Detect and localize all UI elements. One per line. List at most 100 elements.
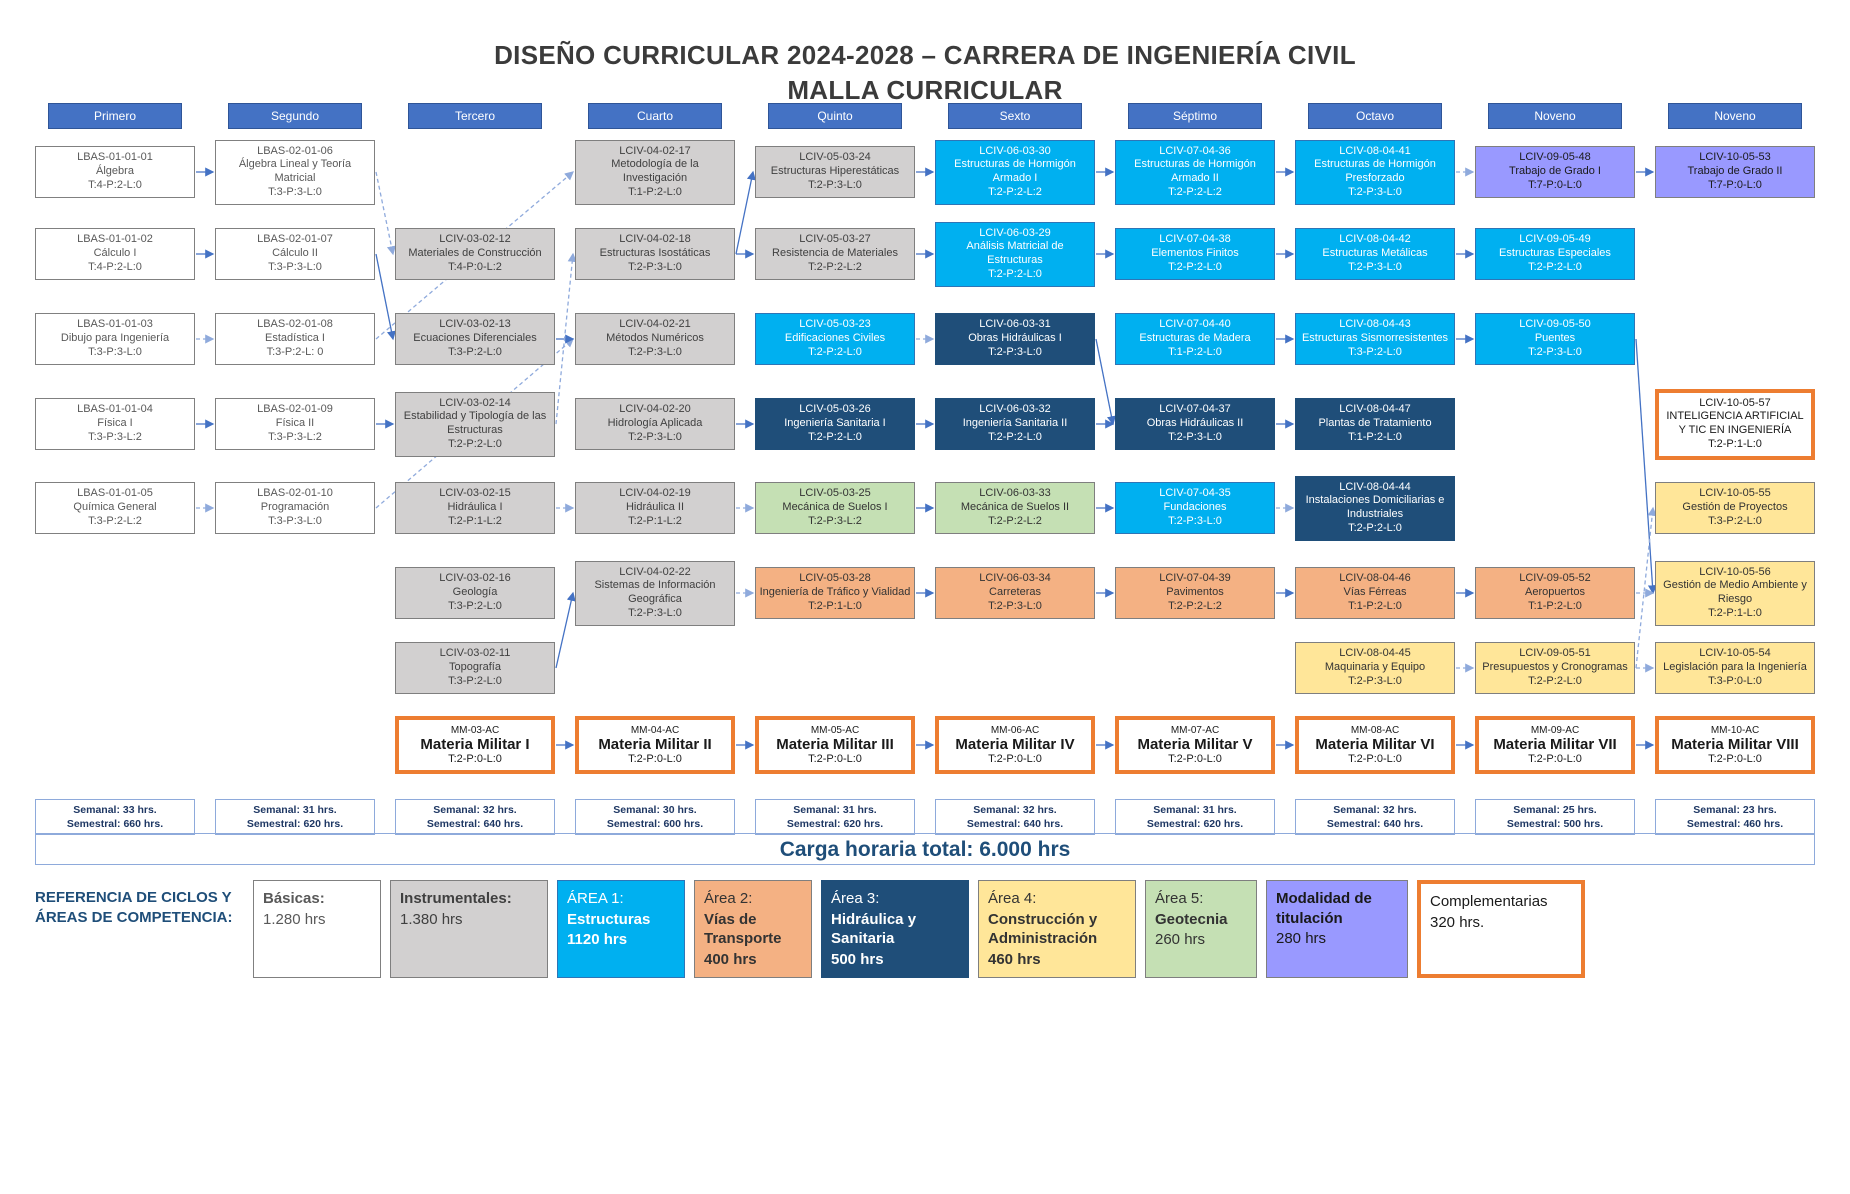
course-code: LBAS-01-01-03: [77, 318, 153, 331]
legend-line: 280 hrs: [1276, 930, 1327, 947]
stat-semanal: Semanal: 32 hrs.: [973, 804, 1057, 816]
military-name: Materia Militar II: [598, 736, 712, 753]
legend-line: 260 hrs: [1155, 931, 1206, 948]
stat-semestral: Semestral: 660 hrs.: [66, 818, 164, 831]
legend-line: ÁREA 1:: [567, 890, 624, 907]
course-name: Estructuras Metálicas: [1322, 247, 1428, 260]
course-code: LCIV-09-05-51: [1519, 647, 1591, 660]
legend-line: Instrumentales:: [400, 890, 512, 907]
stats-box-9: Semanal: 25 hrs. Semestral: 500 hrs.: [1475, 799, 1635, 836]
course-load: T:3-P:3-L:0: [268, 185, 322, 198]
course-name: Álgebra Lineal y Teoría Matricial: [238, 158, 352, 184]
military-name: Materia Militar V: [1137, 736, 1253, 753]
course-code: LBAS-01-01-04: [77, 403, 153, 416]
course-load: T:3-P:2-L:0: [1348, 345, 1402, 358]
stat-semanal: Semanal: 23 hrs.: [1693, 804, 1777, 816]
course-code: LCIV-07-04-35: [1159, 487, 1231, 500]
course-load: T:2-P:1-L:2: [628, 514, 682, 527]
course-name: Geología: [452, 586, 498, 599]
military-name: Materia Militar IV: [955, 736, 1075, 753]
military-code: MM-05-AC: [810, 725, 860, 736]
semester-header-2: Segundo: [228, 103, 362, 129]
legend-line: Estructuras: [567, 910, 651, 928]
course-name: Presupuestos y Cronogramas: [1482, 661, 1628, 674]
course-name: Química General: [73, 501, 157, 514]
stat-semanal: Semanal: 25 hrs.: [1513, 804, 1597, 816]
stat-semestral: Semestral: 620 hrs.: [1146, 818, 1244, 831]
course-code: LCIV-10-05-55: [1699, 487, 1771, 500]
course-load: T:2-P:3-L:0: [1348, 260, 1402, 273]
course-code: LCIV-10-05-54: [1699, 647, 1771, 660]
course-name: Sistemas de Información Geográfica: [594, 579, 716, 605]
stat-semanal: Semanal: 32 hrs.: [433, 804, 517, 816]
stat-semestral: Semestral: 500 hrs.: [1506, 818, 1604, 831]
course-load: T:2-P:1-L:0: [808, 599, 862, 612]
course-name: INTELIGENCIA ARTIFICIAL Y TIC EN INGENIE…: [1666, 410, 1804, 436]
military-code: MM-09-AC: [1530, 725, 1580, 736]
course-load: T:3-P:2-L:0: [1708, 514, 1762, 527]
legend-line: Modalidad de titulación: [1276, 890, 1372, 927]
course-name: Ingeniería de Tráfico y Vialidad: [759, 586, 911, 599]
course-name: Edificaciones Civiles: [784, 332, 886, 345]
stat-semanal: Semanal: 32 hrs.: [1333, 804, 1417, 816]
semester-header-7: Séptimo: [1128, 103, 1262, 129]
course-load: T:2-P:3-L:0: [628, 260, 682, 273]
course-name: Hidráulica II: [625, 501, 685, 514]
legend-line: Vías de Transporte: [704, 910, 782, 948]
course-load: T:3-P:0-L:0: [1708, 674, 1762, 687]
military-name: Materia Militar VIII: [1671, 736, 1799, 753]
course-code: LCIV-03-02-11: [439, 647, 511, 660]
total-hours-bar: Carga horaria total: 6.000 hrs: [35, 833, 1815, 865]
course-name: Programación: [260, 501, 330, 514]
stat-semanal: Semanal: 31 hrs.: [253, 804, 337, 816]
course-name: Física I: [97, 417, 133, 430]
military-code: MM-04-AC: [630, 725, 680, 736]
course-code: LBAS-02-01-10: [257, 487, 333, 500]
semester-header-10: Noveno: [1668, 103, 1802, 129]
course-name: Puentes: [1534, 332, 1576, 345]
course-name: Estructuras Hiperestáticas: [770, 165, 900, 178]
legend-line: Básicas:: [263, 890, 325, 907]
course-name: Mecánica de Suelos II: [960, 501, 1070, 514]
military-load: T:2-P:0-L:0: [628, 753, 682, 765]
course-load: T:2-P:2-L:0: [1348, 521, 1402, 534]
course-code: LCIV-06-03-32: [979, 403, 1051, 416]
military-load: T:2-P:0-L:0: [1168, 753, 1222, 765]
legend-line: 500 hrs: [831, 950, 884, 968]
semester-header-5: Quinto: [768, 103, 902, 129]
course-code: LBAS-02-01-07: [257, 233, 333, 246]
course-name: Ingeniería Sanitaria II: [962, 417, 1068, 430]
course-load: T:2-P:2-L:0: [448, 437, 502, 450]
semester-header-3: Tercero: [408, 103, 542, 129]
legend-line: Construcción y Administración: [988, 910, 1098, 948]
course-name: Ecuaciones Diferenciales: [413, 332, 537, 345]
course-load: T:1-P:2-L:0: [1348, 430, 1402, 443]
semester-header-1: Primero: [48, 103, 182, 129]
course-name: Mecánica de Suelos I: [782, 501, 888, 514]
